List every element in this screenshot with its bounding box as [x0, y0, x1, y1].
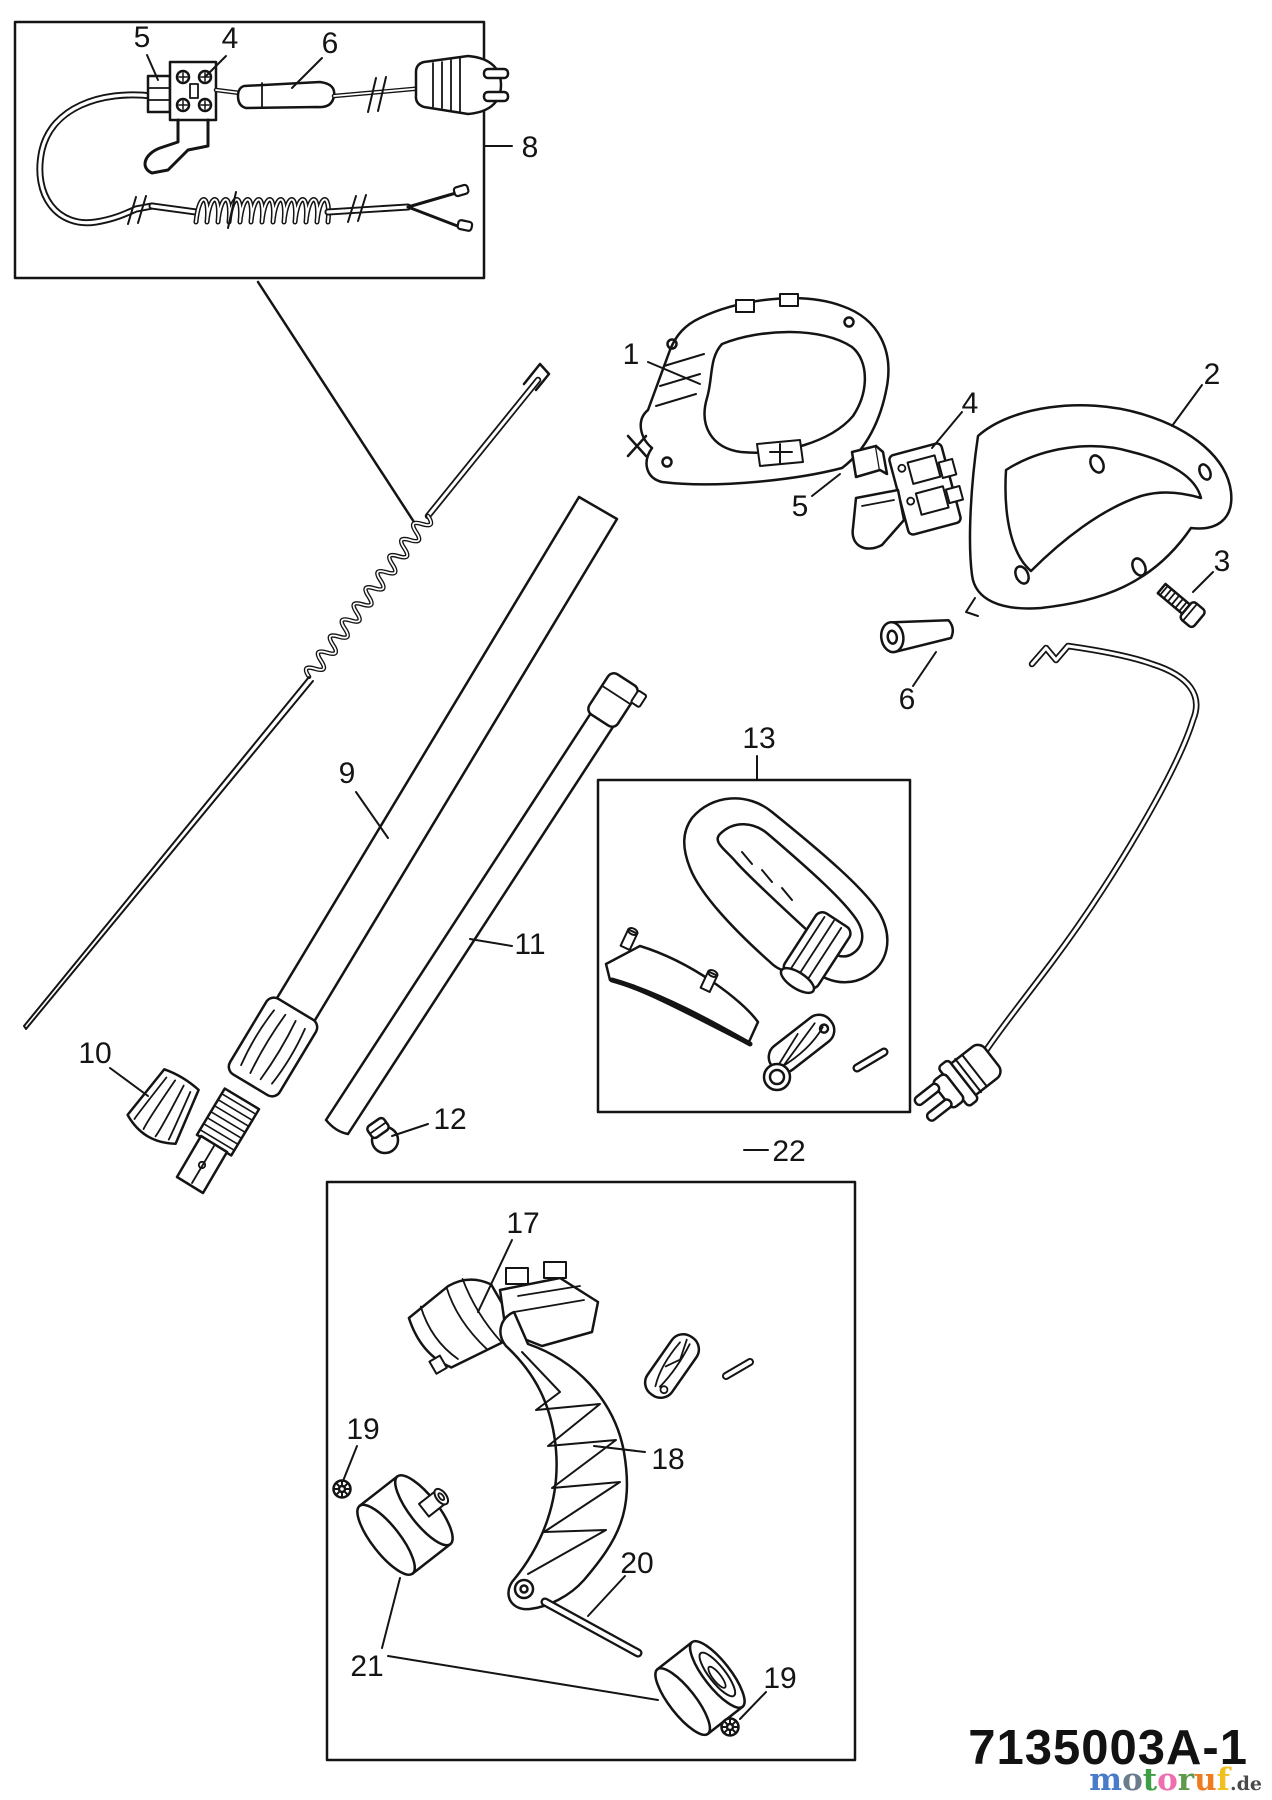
part-label-10: 10 — [78, 1037, 111, 1070]
part-label-19-second: 19 — [763, 1662, 796, 1695]
inner-tube — [324, 672, 648, 1136]
star-nut-first — [332, 1479, 352, 1499]
watermark-letter: m — [1089, 1762, 1123, 1798]
part-label-6: 6 — [899, 683, 916, 716]
callout-leader-lines — [109, 54, 1214, 1720]
support-wire — [981, 642, 1200, 1056]
coiled-switch-cable — [23, 362, 551, 1030]
switch-spacer-block — [850, 444, 889, 479]
loop-handle — [683, 797, 889, 995]
watermark-letter: o — [1157, 1762, 1178, 1798]
drive-shaft-tube — [175, 495, 619, 1195]
handle-clamp-bar — [604, 927, 760, 1047]
end-cap-knob — [126, 1068, 200, 1145]
part-label-3: 3 — [1214, 545, 1231, 578]
axle-rod — [540, 1597, 643, 1658]
part-label-21: 21 — [350, 1650, 383, 1683]
part-label-11: 11 — [514, 928, 545, 961]
cable-connector — [146, 74, 172, 114]
cable-switch-assembly-box — [13, 20, 510, 280]
handle-housing-left — [626, 293, 890, 486]
clamp-pin — [852, 1047, 889, 1073]
wheel-bracket — [498, 1261, 629, 1611]
star-nut-second — [720, 1717, 740, 1737]
shaft-clamp — [407, 1278, 514, 1375]
power-plug-small — [414, 54, 510, 116]
part-label-13: 13 — [742, 722, 775, 755]
watermark-letter: u — [1194, 1762, 1217, 1798]
watermark-letter: f — [1216, 1762, 1230, 1798]
pivot-pin — [879, 618, 955, 654]
part-label-5-box: 5 — [134, 21, 151, 54]
leader-box8-to-cable — [256, 280, 416, 524]
part-label-19-first: 19 — [346, 1413, 379, 1446]
loop-handle-box — [596, 778, 912, 1114]
part-label-12: 12 — [433, 1103, 466, 1136]
lock-lever — [643, 1332, 701, 1400]
part-label-17: 17 — [506, 1207, 539, 1240]
part-label-9: 9 — [339, 757, 356, 790]
strain-relief-sleeve — [236, 80, 336, 110]
watermark-letter: t — [1142, 1762, 1158, 1798]
diagram-part-code: 7135003A-1 — [968, 1721, 1248, 1775]
wheel-rear — [654, 1639, 746, 1737]
watermark-letter: o — [1122, 1762, 1143, 1798]
part-label-4-box: 4 — [222, 22, 239, 55]
power-plug — [913, 1043, 1002, 1122]
bracket-pin — [722, 1358, 754, 1380]
part-label-6-box: 6 — [322, 27, 339, 60]
part-label-4: 4 — [962, 387, 979, 420]
part-label-1: 1 — [623, 338, 640, 371]
part-label-20: 20 — [620, 1547, 653, 1580]
part-label-8: 8 — [522, 131, 539, 164]
wheel-kit-box — [325, 1180, 857, 1762]
watermark-letter: r — [1177, 1762, 1195, 1798]
part-label-2: 2 — [1204, 358, 1221, 391]
switch-block — [143, 60, 218, 175]
watermark-motoruf: m o t o r u f .de — [1089, 1765, 1262, 1796]
part-label-18: 18 — [651, 1443, 684, 1476]
thumb-screw — [366, 1116, 400, 1155]
part-label-22: 22 — [772, 1135, 805, 1168]
watermark-tld: .de — [1230, 1773, 1262, 1795]
handle-housing-right — [965, 404, 1233, 617]
switch — [851, 442, 965, 550]
part-label-5: 5 — [792, 490, 809, 523]
wheel-front — [356, 1474, 454, 1576]
cable-clip — [762, 1013, 836, 1092]
housing-screw — [1156, 582, 1206, 629]
